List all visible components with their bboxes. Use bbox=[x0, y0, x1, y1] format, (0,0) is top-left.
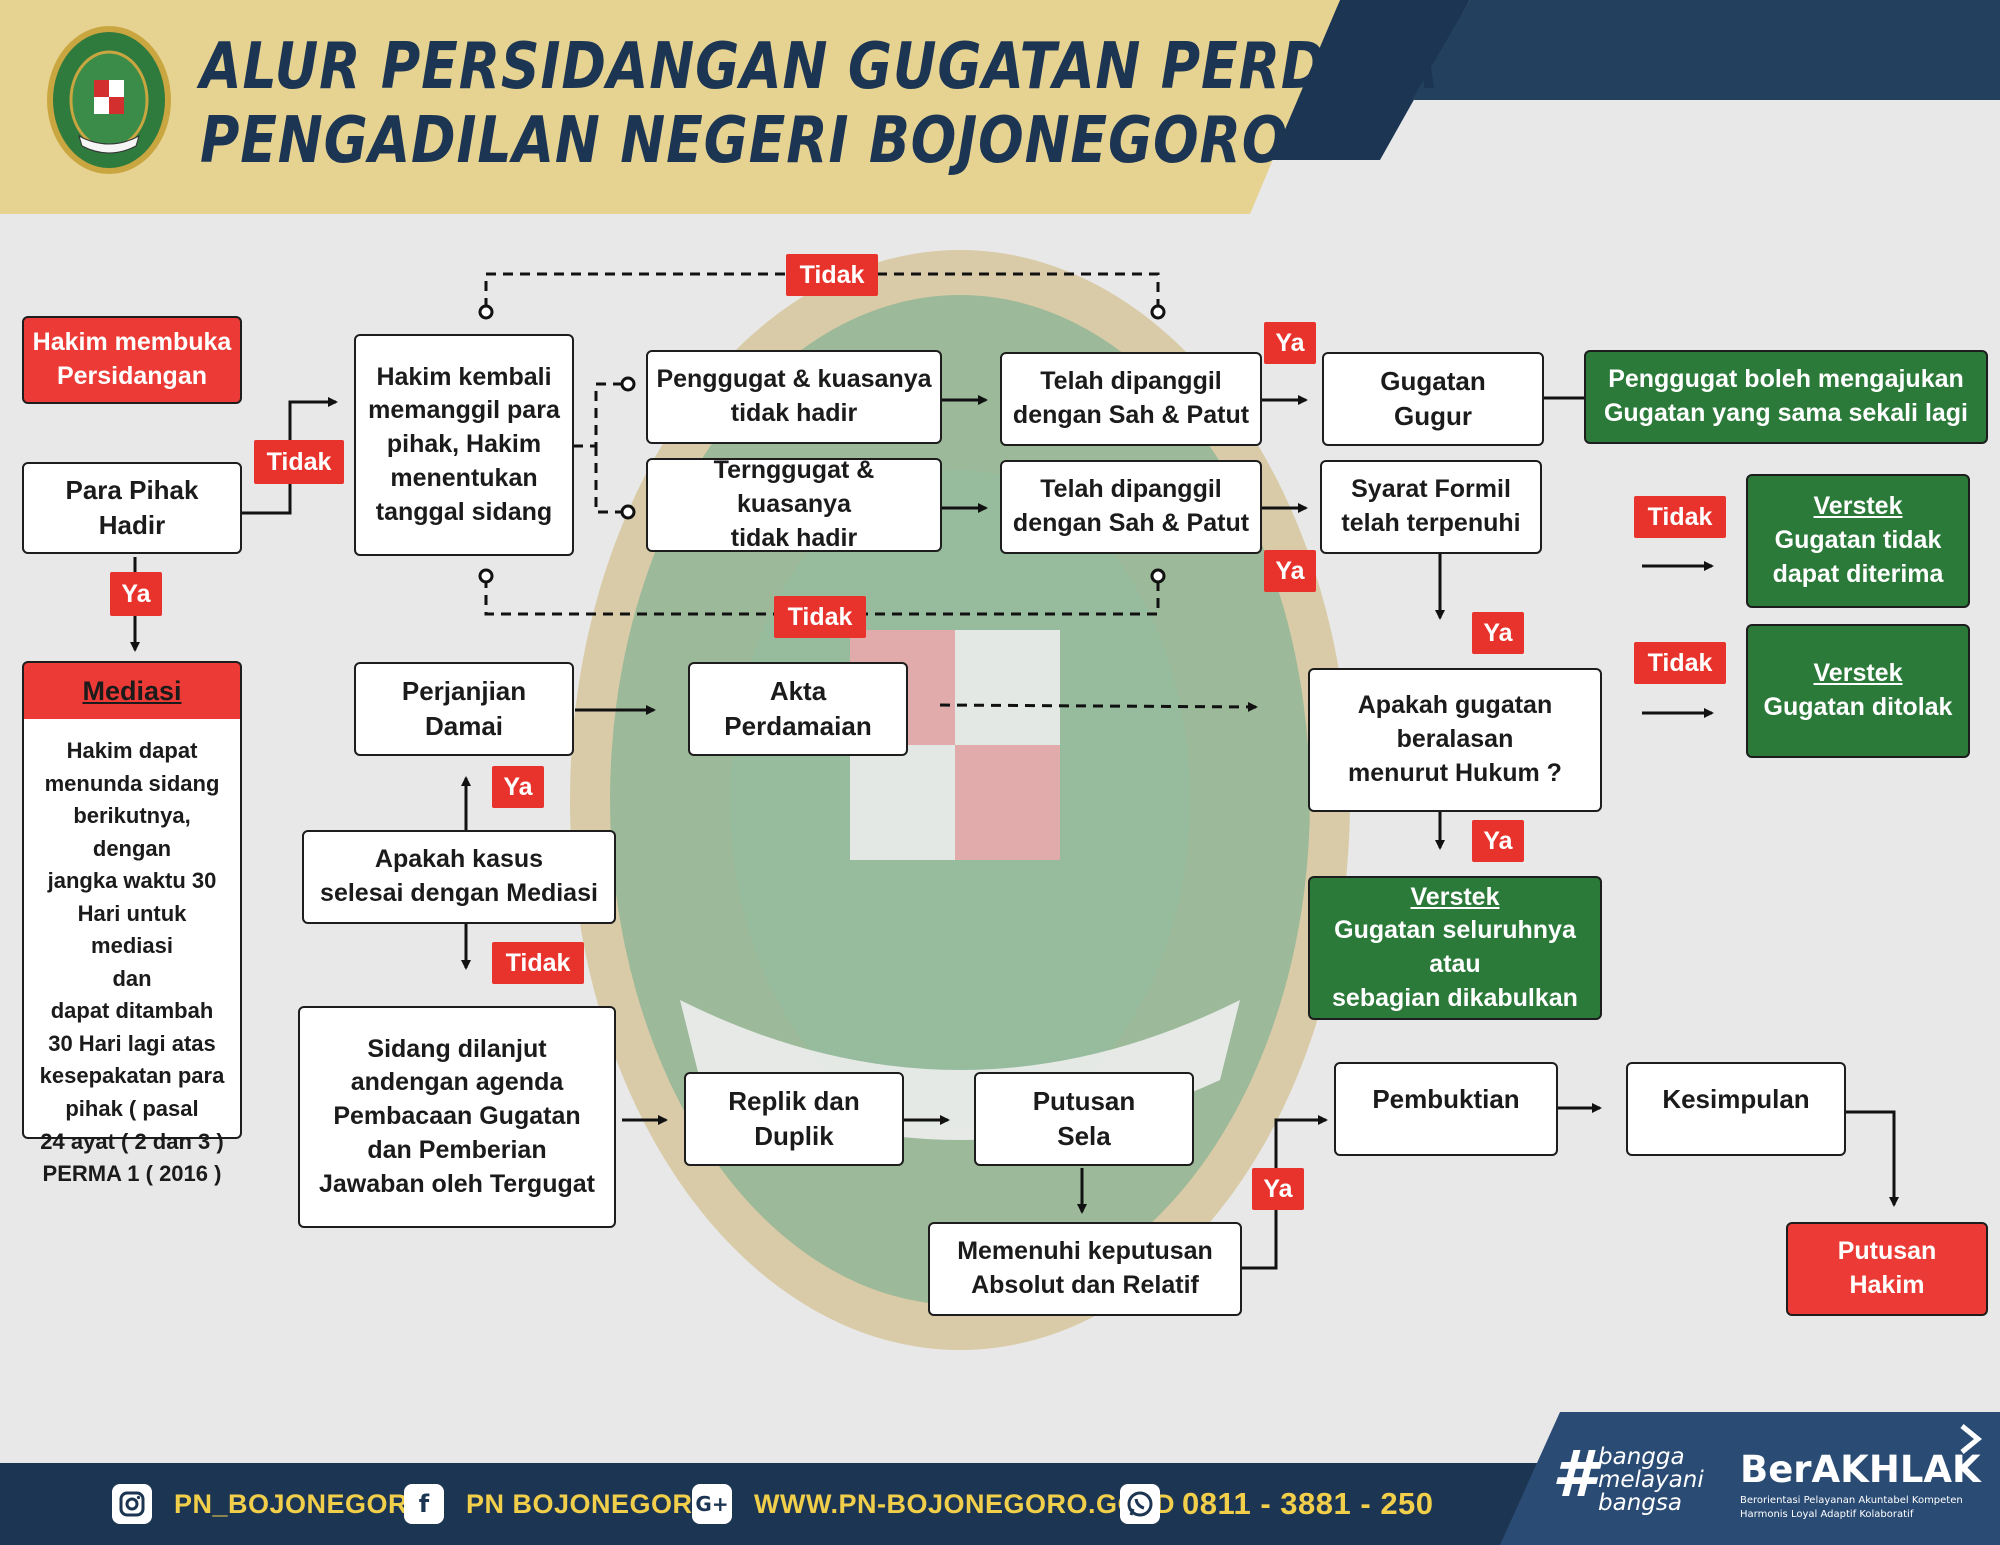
ya-label: Ya bbox=[1472, 820, 1524, 862]
google-plus-icon: G+ bbox=[692, 1484, 732, 1524]
ya-label: Ya bbox=[1264, 322, 1316, 364]
kesimpulan-box: Kesimpulan bbox=[1626, 1062, 1846, 1156]
verstek-dikabulkan-text: Gugatan seluruhnya atau sebagian dikabul… bbox=[1332, 916, 1578, 1012]
replik-duplik-box: Replik dan Duplik bbox=[684, 1072, 904, 1166]
instagram-icon bbox=[112, 1484, 152, 1524]
tidak-label: Tidak bbox=[774, 596, 866, 638]
instagram-handle: PN_BOJONEGORO bbox=[174, 1488, 430, 1519]
berakhlak-logo: BerAKHLAK bbox=[1740, 1448, 1981, 1491]
verstek-title: Verstek bbox=[1410, 882, 1500, 911]
tidak-label: Tidak bbox=[492, 942, 584, 984]
hakim-kembali-box: Hakim kembali memanggil para pihak, Haki… bbox=[354, 334, 574, 556]
court-logo-icon bbox=[47, 26, 171, 174]
berakhlak-subtitle: Berorientasi Pelayanan Akuntabel Kompete… bbox=[1740, 1494, 1963, 1522]
pembuktian-box: Pembuktian bbox=[1334, 1062, 1558, 1156]
chevron-right-icon bbox=[1960, 1424, 1982, 1454]
perjanjian-damai-box: Perjanjian Damai bbox=[354, 662, 574, 756]
ya-label: Ya bbox=[492, 766, 544, 808]
website-url: WWW.PN-BOJONEGORO.GO.ID bbox=[754, 1488, 1175, 1519]
hashtag-icon: # bbox=[1552, 1438, 1597, 1512]
tidak-label: Tidak bbox=[786, 254, 878, 296]
footer-accent bbox=[1500, 1412, 2000, 1545]
verstek-tidak-diterima-text: Gugatan tidak dapat diterima bbox=[1772, 526, 1944, 588]
verstek-title: Verstek bbox=[1813, 659, 1903, 688]
page-title-line-1: ALUR PERSIDANGAN GUGATAN PERDATA bbox=[200, 30, 1440, 104]
akta-perdamaian-box: Akta Perdamaian bbox=[688, 662, 908, 756]
tergugat-tidak-hadir-box: Ternggugat & kuasanya tidak hadir bbox=[646, 456, 942, 552]
dipanggil-sah-patut-box-2: Telah dipanggil dengan Sah & Patut bbox=[1000, 460, 1262, 554]
whatsapp-icon bbox=[1120, 1484, 1160, 1524]
header-background bbox=[0, 0, 2000, 214]
phone-number: 0811 - 3881 - 250 bbox=[1182, 1486, 1434, 1521]
ya-label: Ya bbox=[1264, 550, 1316, 592]
instagram-contact[interactable]: PN_BOJONEGORO bbox=[112, 1484, 430, 1524]
mediasi-box: Hakim dapat menunda sidang berikutnya, d… bbox=[22, 719, 242, 1186]
berakhlak-subtitle-line-1: Berorientasi Pelayanan Akuntabel Kompete… bbox=[1740, 1495, 1963, 1506]
verstek-title: Verstek bbox=[1813, 492, 1903, 521]
facebook-icon: f bbox=[404, 1484, 444, 1524]
dipanggil-sah-patut-box-1: Telah dipanggil dengan Sah & Patut bbox=[1000, 352, 1262, 446]
tidak-label: Tidak bbox=[254, 440, 344, 484]
mediasi-title: Mediasi bbox=[22, 661, 242, 719]
facebook-handle: PN BOJONEGORO bbox=[466, 1488, 715, 1519]
facebook-contact[interactable]: f PN BOJONEGORO bbox=[404, 1484, 714, 1524]
tidak-label: Tidak bbox=[1634, 496, 1726, 538]
putusan-hakim-box: Putusan Hakim bbox=[1786, 1222, 1988, 1316]
ya-label: Ya bbox=[1252, 1168, 1304, 1210]
ya-label: Ya bbox=[110, 572, 162, 616]
hakim-membuka-box: Hakim membuka Persidangan bbox=[22, 316, 242, 404]
slogan-line-3: bangsa bbox=[1598, 1490, 1682, 1516]
penggugat-boleh-mengajukan-box: Penggugat boleh mengajukan Gugatan yang … bbox=[1584, 350, 1988, 444]
apakah-kasus-selesai-box: Apakah kasus selesai dengan Mediasi bbox=[302, 830, 616, 924]
slogan-text: bangga melayani bangsa bbox=[1598, 1446, 1704, 1515]
page-title-line-2: PENGADILAN NEGERI BOJONEGORO bbox=[200, 104, 1289, 178]
syarat-formil-box: Syarat Formil telah terpenuhi bbox=[1320, 460, 1542, 554]
apakah-gugatan-beralasan-box: Apakah gugatan beralasan menurut Hukum ? bbox=[1308, 668, 1602, 812]
gugatan-gugur-box: Gugatan Gugur bbox=[1322, 352, 1544, 446]
penggugat-tidak-hadir-box: Penggugat & kuasanya tidak hadir bbox=[646, 350, 942, 444]
phone-contact[interactable]: 0811 - 3881 - 250 bbox=[1120, 1484, 1434, 1524]
sidang-dilanjut-box: Sidang dilanjut andengan agenda Pembacaa… bbox=[298, 1006, 616, 1228]
verstek-ditolak-text: Gugatan ditolak bbox=[1763, 693, 1953, 721]
tidak-label: Tidak bbox=[1634, 642, 1726, 684]
berakhlak-subtitle-line-2: Harmonis Loyal Adaptif Kolaboratif bbox=[1740, 1509, 1914, 1520]
para-pihak-box: Para Pihak Hadir bbox=[22, 462, 242, 554]
ya-label: Ya bbox=[1472, 612, 1524, 654]
memenuhi-keputusan-box: Memenuhi keputusan Absolut dan Relatif bbox=[928, 1222, 1242, 1316]
putusan-sela-box: Putusan Sela bbox=[974, 1072, 1194, 1166]
slogan-line-2: melayani bbox=[1598, 1467, 1704, 1493]
slogan-line-1: bangga bbox=[1598, 1444, 1685, 1470]
website-contact[interactable]: G+ WWW.PN-BOJONEGORO.GO.ID bbox=[692, 1484, 1175, 1524]
